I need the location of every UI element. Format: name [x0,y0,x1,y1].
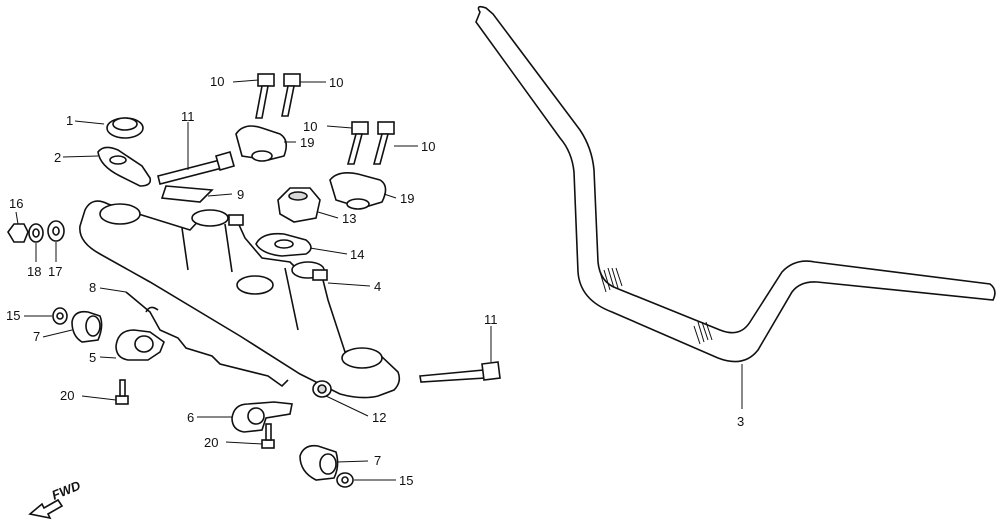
label-part-19-lower: 19 [400,191,414,206]
part-7-cushion-right [299,444,339,481]
label-part-2: 2 [54,150,61,165]
label-part-1: 1 [66,113,73,128]
part-9-plate [160,185,214,203]
label-part-5: 5 [89,350,96,365]
part-1-rubber-grommet [106,117,144,139]
label-part-15-left: 15 [6,308,20,323]
label-part-13: 13 [342,211,356,226]
label-part-10-c: 10 [303,119,317,134]
leader-lines [15,79,743,481]
label-part-12: 12 [372,410,386,425]
label-part-8: 8 [89,280,96,295]
part-20-bolt-left [115,379,129,405]
label-part-6: 6 [187,410,194,425]
label-part-9: 9 [237,187,244,202]
forward-arrow-icon [28,498,64,520]
part-17-washer [47,220,65,242]
label-part-14: 14 [350,247,364,262]
part-6-holder [231,401,293,433]
part-16-nut [7,223,29,243]
part-19-upper-holders [235,125,387,210]
label-part-7-right: 7 [374,453,381,468]
label-part-3: 3 [737,414,744,429]
forward-label: FWD [50,478,84,503]
label-part-11-upper: 11 [181,109,195,124]
label-part-17: 17 [48,264,62,279]
part-11-bolt-upper [157,151,235,185]
label-part-10-d: 10 [421,139,435,154]
part-18-washer [28,223,44,243]
part-13-nut [277,187,321,223]
part-12-rubber [312,380,332,398]
label-part-15-right: 15 [399,473,413,488]
label-part-20-left: 20 [60,388,74,403]
label-part-4: 4 [374,279,381,294]
part-2-cable-guide [97,146,152,187]
part-labels: 1 2 3 4 5 6 7 7 8 9 10 10 10 10 11 11 12… [6,74,744,488]
handlebar-pipe [475,5,996,363]
forward-direction-indicator: FWD [28,478,84,520]
part-8-wire-harness-clip [125,291,289,388]
label-part-10-b: 10 [329,75,343,90]
part-5-holder [115,329,165,361]
label-part-16: 16 [9,196,23,211]
lower-holder [79,200,401,399]
part-14-washer [255,232,312,257]
label-part-7-left: 7 [33,329,40,344]
label-part-11-right: 11 [484,312,498,327]
part-10-bolts [255,73,395,165]
label-part-10-a: 10 [210,74,224,89]
label-part-19-upper: 19 [300,135,314,150]
part-7-cushion-left [71,310,103,343]
part-20-bolt-right [261,423,275,449]
part-15-washer-right [336,472,354,488]
label-part-20-right: 20 [204,435,218,450]
part-11-bolt-right [419,361,501,383]
label-part-18: 18 [27,264,41,279]
part-15-washer-left [52,307,68,325]
